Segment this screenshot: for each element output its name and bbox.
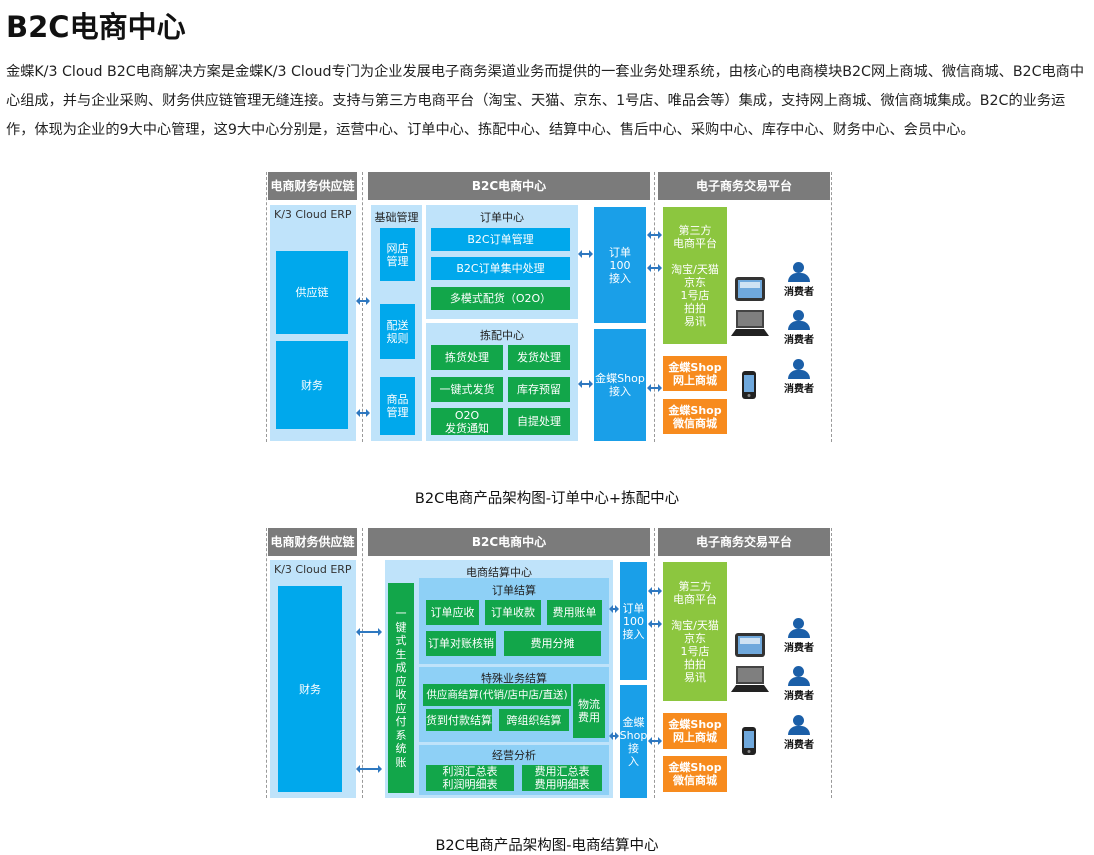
order-collection: 订单收款 [485,600,541,625]
page-title: B2C电商中心 [6,10,186,44]
logistics-fee: 物流 费用 [573,684,605,738]
basic-shop-management: 网店 管理 [380,228,415,281]
erp-finance: 财务 [278,586,342,792]
arrow-settle-interface-2 [609,732,619,740]
one-click-ship: 一键式发货 [431,377,503,402]
cross-org-settlement: 跨组织结算 [499,709,569,731]
architecture-diagram-order-pick: 电商财务供应链 B2C电商中心 电子商务交易平台 K/3 Cloud ERP 供… [266,172,832,442]
arrow-pick-interface [578,380,593,388]
diagram1-caption: B2C电商产品架构图-订单中心+拣配中心 [414,491,680,507]
order100-interface: 订单 100 接入 [594,207,646,323]
order100-interface: 订单 100 接入 [620,562,647,680]
special-settle-label: 特殊业务结算 [481,672,547,685]
basic-label: 基础管理 [374,211,419,224]
basic-delivery-rules: 配送 规则 [380,304,415,359]
phone-icon [742,727,756,755]
arrow-interface-platform-2 [647,264,662,272]
header-trade-platform: 电子商务交易平台 [658,528,830,556]
third-party-platforms: 第三方 电商平台 淘宝/天猫 京东 1号店 拍拍 易讯 [663,207,727,344]
kingdee-shop-interface: 金蝶 Shop 接 入 [620,685,647,798]
supplier-settlement: 供应商结算(代销/店中店/直送) [423,684,571,706]
arrow-interface-platform-2 [648,620,662,628]
fee-allocation: 费用分摊 [504,631,601,656]
kingdee-web-shop: 金蝶Shop 网上商城 [663,356,727,391]
architecture-diagram-settlement: 电商财务供应链 B2C电商中心 电子商务交易平台 K/3 Cloud ERP 财… [266,528,832,798]
kingdee-wechat-shop: 金蝶Shop 微信商城 [663,756,727,792]
arrow-erp-settle-1 [356,628,382,636]
settlement-label: 电商结算中心 [466,566,532,579]
order-receivable: 订单应收 [426,600,479,625]
arrow-erp-basic-1 [356,297,370,305]
profit-reports: 利润汇总表 利润明细表 [426,765,514,791]
phone-icon [742,371,756,399]
diagram2-caption: B2C电商产品架构图-电商结算中心 [435,838,659,854]
fee-bill: 费用账单 [547,600,602,625]
consumer-icon [788,666,810,686]
basic-product-management: 商品 管理 [380,377,415,435]
order-management: B2C订单管理 [431,228,570,251]
tablet-icon [735,277,765,301]
kingdee-wechat-shop: 金蝶Shop 微信商城 [663,399,727,434]
order-center-label: 订单中心 [480,211,524,224]
arrow-interface-platform-1 [648,587,662,595]
pick-processing: 拣货处理 [431,345,503,370]
stock-reserve: 库存预留 [508,377,570,402]
header-b2c-center: B2C电商中心 [368,172,650,200]
erp-label: K/3 Cloud ERP [274,563,352,576]
header-b2c-center: B2C电商中心 [368,528,650,556]
arrow-interface-shop [648,737,662,745]
arrow-interface-platform-1 [647,231,662,239]
order-batch-processing: B2C订单集中处理 [431,257,570,280]
third-party-platforms: 第三方 电商平台 淘宝/天猫 京东 1号店 拍拍 易讯 [663,562,727,701]
kingdee-web-shop: 金蝶Shop 网上商城 [663,713,727,749]
arrow-erp-settle-2 [356,765,382,773]
pick-center-label: 拣配中心 [480,329,524,342]
tablet-icon [735,633,765,657]
arrow-order-interface [578,250,593,258]
header-trade-platform: 电子商务交易平台 [658,172,830,200]
multi-mode-allocation: 多模式配货（O2O） [431,287,570,310]
consumer-icon [788,310,810,330]
consumer-icon [788,262,810,282]
erp-finance: 财务 [276,341,348,429]
fee-reports: 费用汇总表 费用明细表 [522,765,602,791]
ship-processing: 发货处理 [508,345,570,370]
order-reconcile: 订单对账核销 [426,631,496,656]
self-pickup: 自提处理 [508,408,570,435]
consumer-3: 消费者 [779,715,819,751]
order-settle-label: 订单结算 [492,584,536,597]
consumer-1: 消费者 [779,618,819,654]
arrow-settle-interface-1 [609,605,619,613]
analysis-label: 经营分析 [492,749,536,762]
consumer-1: 消费者 [779,262,819,298]
cod-settlement: 货到付款结算 [426,709,492,731]
header-finance-supply: 电商财务供应链 [268,528,357,556]
o2o-ship-notice: O2O 发货通知 [431,408,503,435]
arrow-interface-shop [647,384,662,392]
erp-supply-chain: 供应链 [276,251,348,334]
kingdee-shop-interface: 金蝶Shop 接入 [594,329,646,441]
consumer-2: 消费者 [779,666,819,702]
consumer-icon [788,618,810,638]
laptop-icon [731,666,769,692]
consumer-icon [788,715,810,735]
consumer-icon [788,359,810,379]
one-click-ledger: 一 键 式 生 成 应 收 应 付 系 统 账 [388,583,414,793]
arrow-erp-basic-2 [356,409,370,417]
header-finance-supply: 电商财务供应链 [268,172,357,200]
erp-label: K/3 Cloud ERP [274,208,352,221]
laptop-icon [731,310,769,336]
intro-paragraph: 金蝶K/3 Cloud B2C电商解决方案是金蝶K/3 Cloud专门为企业发展… [6,64,1085,138]
consumer-2: 消费者 [779,310,819,346]
consumer-3: 消费者 [779,359,819,395]
